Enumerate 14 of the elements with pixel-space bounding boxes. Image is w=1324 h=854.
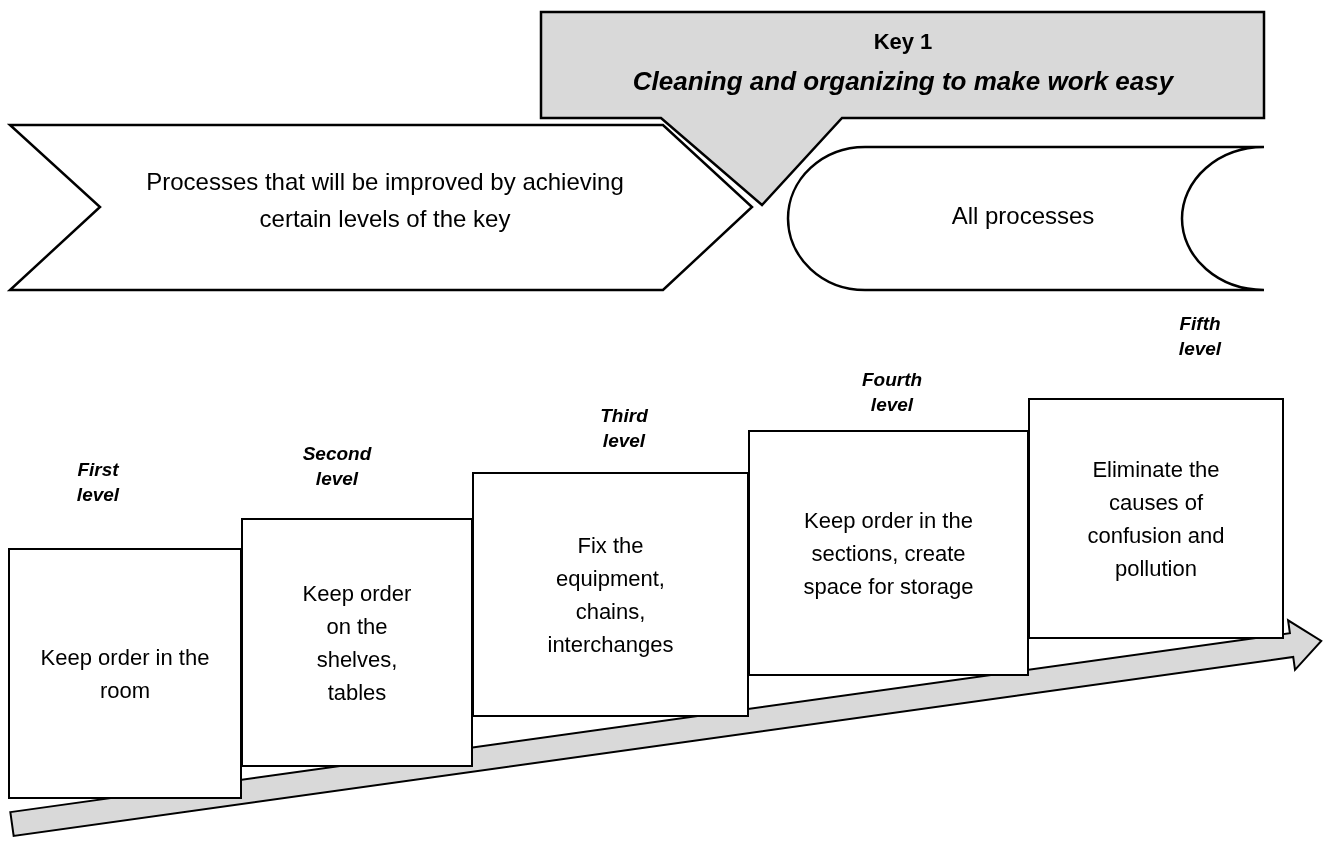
level-label: First level <box>75 458 121 507</box>
level-text: Eliminate the causes of confusion and pollution <box>1086 455 1226 583</box>
level-text: Fix the equipment, chains, interchanges <box>546 531 675 659</box>
level-label: Third level <box>599 404 649 453</box>
chevron-text: Processes that will be improved by achieving certain levels of the key <box>145 167 625 235</box>
callout-title: Key 1 <box>872 28 934 56</box>
level-text: Keep order on the shelves, tables <box>301 579 413 707</box>
level-text: Keep order in the room <box>39 643 211 705</box>
level-label: Fourth level <box>860 368 924 417</box>
level-text: Keep order in the sections, create space for storage <box>802 506 975 601</box>
level-label: Second level <box>301 442 373 491</box>
callout-subtitle: Cleaning and organizing to make work easy <box>631 65 1175 98</box>
terminal-text: All processes <box>950 201 1096 231</box>
level-label: Fifth level <box>1177 312 1223 361</box>
